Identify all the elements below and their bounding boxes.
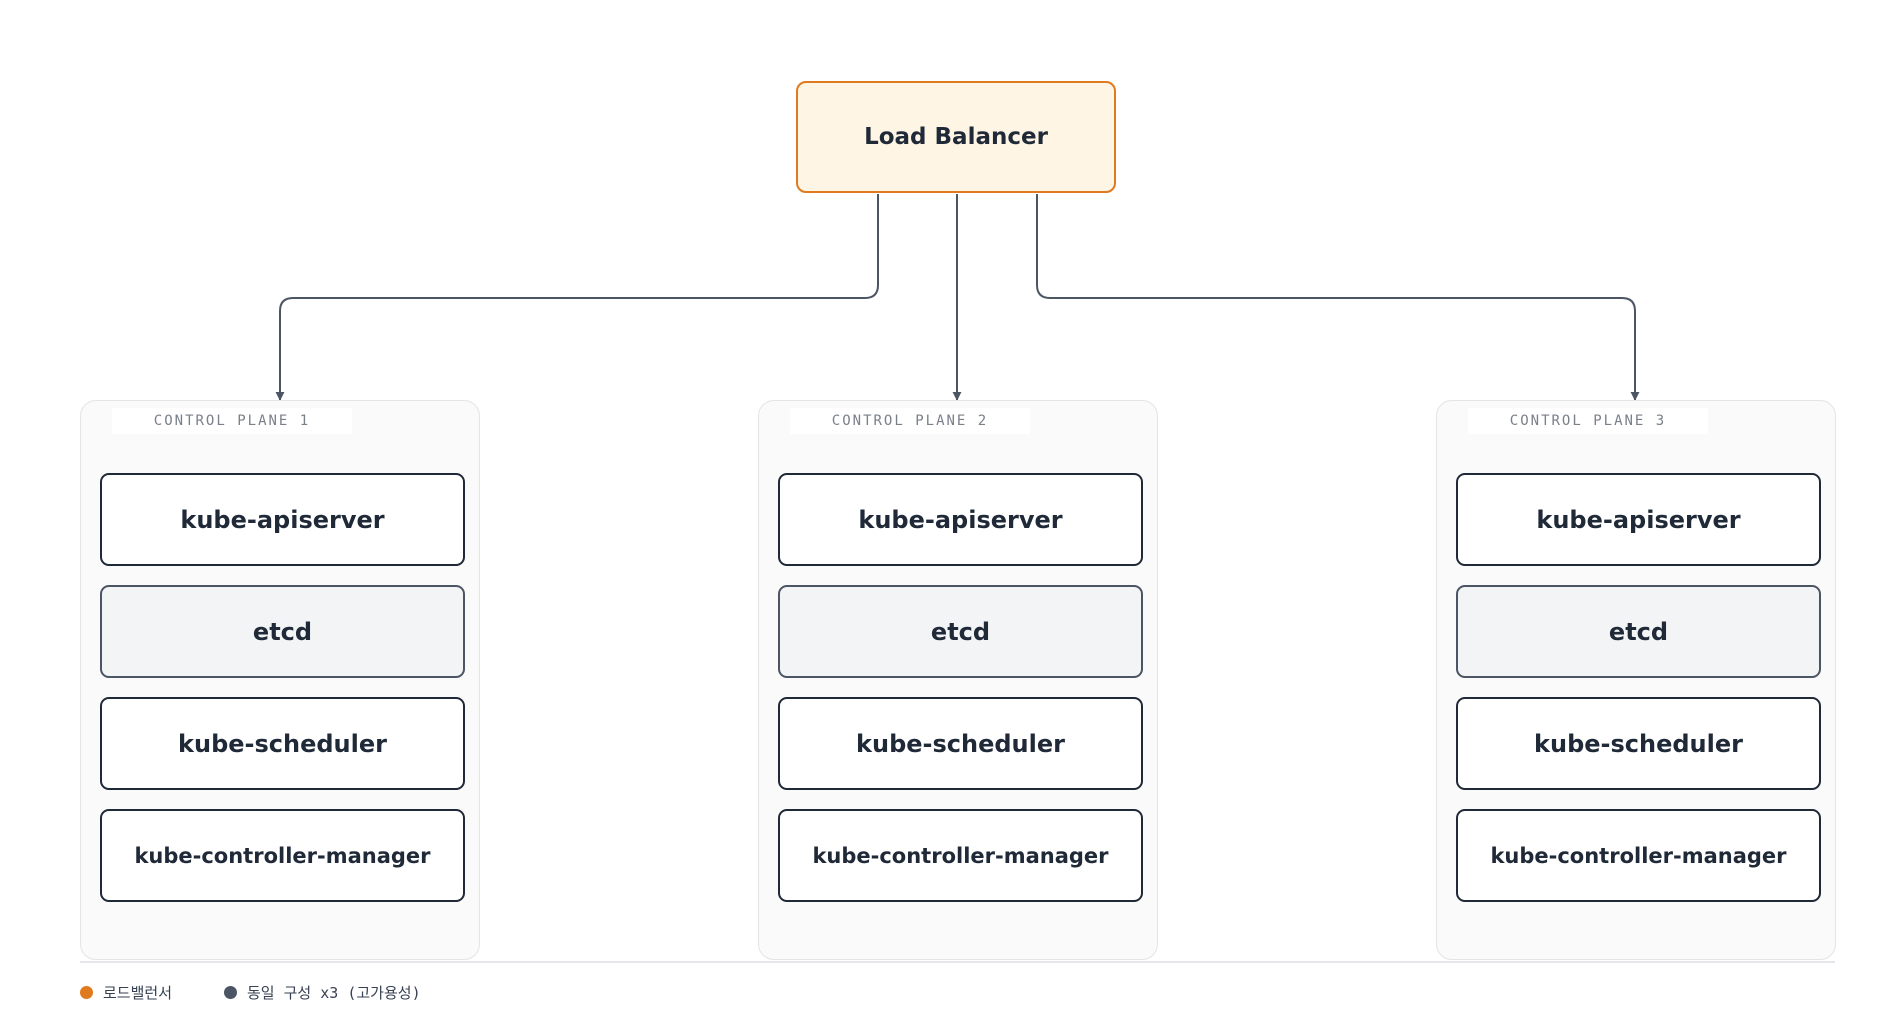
control-plane-label: CONTROL PLANE 2: [790, 408, 1030, 434]
legend-divider: [80, 961, 1835, 963]
node-etcd: etcd: [778, 585, 1143, 678]
control-plane-2: CONTROL PLANE 2 kube-apiserver etcd kube…: [758, 400, 1158, 960]
gray-dot-icon: [224, 985, 237, 999]
node-kube-apiserver: kube-apiserver: [778, 473, 1143, 566]
node-kube-scheduler: kube-scheduler: [1456, 697, 1821, 790]
control-plane-3: CONTROL PLANE 3 kube-apiserver etcd kube…: [1436, 400, 1836, 960]
load-balancer-label: Load Balancer: [864, 124, 1048, 150]
control-plane-label: CONTROL PLANE 3: [1468, 408, 1708, 434]
control-plane-1: CONTROL PLANE 1 kube-apiserver etcd kube…: [80, 400, 480, 960]
edge-lb-to-plane-3: [1036, 194, 1640, 401]
node-kube-apiserver: kube-apiserver: [1456, 473, 1821, 566]
node-kube-scheduler: kube-scheduler: [100, 697, 465, 790]
node-kube-apiserver: kube-apiserver: [100, 473, 465, 566]
node-kube-controller-manager: kube-controller-manager: [778, 809, 1143, 902]
orange-dot-icon: [80, 985, 93, 999]
legend-item-identical-config: 동일 구성 x3 (고가용성): [224, 980, 421, 1004]
legend-label-load-balancer: 로드밸런서: [103, 983, 173, 1002]
legend-label-identical-config: 동일 구성 x3 (고가용성): [247, 983, 421, 1002]
node-etcd: etcd: [1456, 585, 1821, 678]
node-etcd: etcd: [100, 585, 465, 678]
load-balancer-node: Load Balancer: [796, 81, 1116, 193]
node-kube-controller-manager: kube-controller-manager: [1456, 809, 1821, 902]
node-kube-controller-manager: kube-controller-manager: [100, 809, 465, 902]
node-kube-scheduler: kube-scheduler: [778, 697, 1143, 790]
legend-item-load-balancer: 로드밸런서: [80, 980, 172, 1004]
edge-lb-to-plane-1: [275, 194, 879, 401]
control-plane-label: CONTROL PLANE 1: [112, 408, 352, 434]
